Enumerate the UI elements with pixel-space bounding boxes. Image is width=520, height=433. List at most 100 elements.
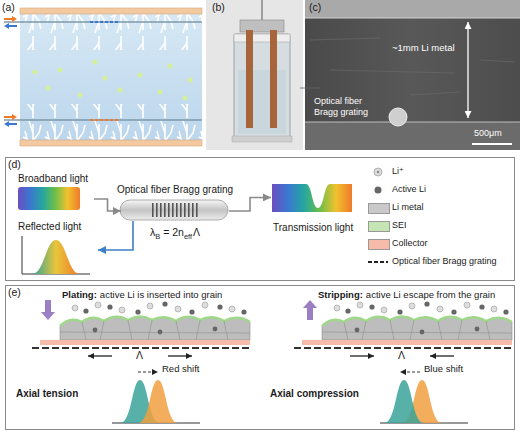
legend-sample	[368, 184, 388, 196]
grain-scene	[189, 309, 194, 314]
ion-symbol	[374, 168, 382, 176]
panel-box: (e)	[5, 285, 515, 430]
panel-label: (b)	[212, 1, 225, 14]
li-ions	[168, 64, 173, 69]
strain-arrows	[303, 300, 317, 320]
li-ions	[188, 78, 193, 83]
fiber-lines	[4, 119, 202, 121]
legend-swatch	[368, 221, 390, 232]
shift-plots	[138, 372, 158, 373]
formula-subscript: eff	[184, 233, 192, 242]
grain-scene	[229, 306, 235, 312]
grain-scene	[217, 304, 222, 309]
li-ions	[33, 70, 38, 75]
grain-scene	[60, 317, 250, 327]
spectrum-box: Transmission light	[271, 179, 356, 235]
panel-label: (a)	[2, 1, 15, 14]
cell-photo	[246, 30, 253, 128]
sem-image	[480, 60, 515, 62]
cell-photo	[232, 136, 292, 142]
fiber-lines	[4, 23, 17, 29]
fiber-grating	[120, 200, 228, 220]
legend-text: SEI	[392, 219, 510, 231]
grain-scene	[241, 309, 246, 314]
grain-scene	[294, 301, 512, 348]
li-ions	[78, 93, 83, 98]
light-arrow	[94, 199, 121, 211]
legend-text: Li⁺	[392, 165, 510, 177]
grain-scene	[147, 303, 153, 309]
fiber-label: Optical fiber Bragg grating	[117, 184, 233, 196]
shift-label: Blue shift	[424, 363, 463, 374]
ion-symbol	[377, 171, 379, 173]
li-ions	[118, 88, 123, 93]
sem-image	[305, 0, 520, 18]
formula-subscript: B	[155, 233, 160, 242]
fiber-label: Optical fiber Bragg grating	[314, 96, 386, 118]
li-ions	[33, 60, 193, 101]
grain-scene	[175, 306, 181, 312]
period-label: Λ	[398, 349, 405, 362]
li-ions	[138, 73, 143, 78]
panel-label: (c)	[309, 1, 321, 14]
legend-swatch	[368, 203, 390, 214]
spectrum-box: Broadband light	[16, 173, 94, 215]
sem-image	[300, 88, 320, 89]
shift-plots	[400, 372, 420, 373]
spectra	[272, 184, 352, 212]
sem-image	[310, 38, 380, 40]
strain-arrows	[41, 300, 454, 356]
cell-photo	[206, 0, 303, 150]
grain-scene	[60, 320, 250, 340]
dendrites	[20, 104, 202, 140]
electrolyte	[20, 14, 202, 140]
collector	[20, 8, 202, 14]
fiber-lines	[4, 114, 17, 120]
grain-scene	[60, 317, 250, 341]
legend-swatch	[368, 239, 390, 250]
shift-label: Red shift	[162, 363, 200, 374]
strain-arrows	[430, 355, 454, 356]
spectra	[18, 187, 80, 210]
li-ions	[93, 60, 98, 65]
strain-arrows	[41, 300, 55, 320]
sem-image	[305, 122, 520, 150]
legend-row: Li metal	[368, 201, 512, 215]
sem-image	[330, 70, 455, 73]
grain-scene	[202, 302, 208, 308]
grain-scene	[93, 328, 98, 333]
process-title: Stripping:	[318, 289, 363, 300]
grain-scene	[213, 327, 218, 332]
fiber-grating	[150, 203, 200, 217]
grain-scene	[72, 302, 235, 313]
legend-row: SEI	[368, 219, 512, 233]
li-ions	[158, 90, 163, 95]
grain-scene	[135, 309, 140, 314]
legend-row: Optical fiber Bragg grating	[368, 255, 512, 269]
sem-image	[300, 38, 515, 95]
grain-scene	[119, 307, 125, 313]
formula-symbol: Λ	[193, 226, 200, 239]
spectra	[22, 236, 23, 274]
legend-text: Active Li	[392, 183, 510, 195]
caption-line: Stripping:active Li escape from the grai…	[318, 289, 495, 300]
dendrites	[20, 14, 202, 50]
process-text: active Li escape from the grain	[366, 289, 495, 300]
period-label: Λ	[136, 349, 143, 362]
shift-plots	[112, 372, 468, 423]
strain-label: Axial compression	[270, 388, 359, 400]
formula-symbol: = 2n	[163, 226, 184, 239]
legend-text: Collector	[392, 237, 510, 249]
grain-scene	[83, 301, 246, 334]
strain-arrows	[350, 355, 374, 356]
fiber-lines	[90, 119, 120, 121]
cell-photo	[270, 30, 277, 128]
legend-row: Collector	[368, 237, 512, 251]
formula-symbol: λ	[150, 226, 155, 239]
grain-scene	[107, 304, 112, 309]
li-ions	[103, 76, 108, 81]
fiber-lines	[4, 21, 202, 23]
dimension-label: ~1mm Li metal	[392, 42, 455, 53]
formula: λB= 2neffΛ	[150, 226, 200, 239]
shift-plots	[138, 380, 178, 423]
